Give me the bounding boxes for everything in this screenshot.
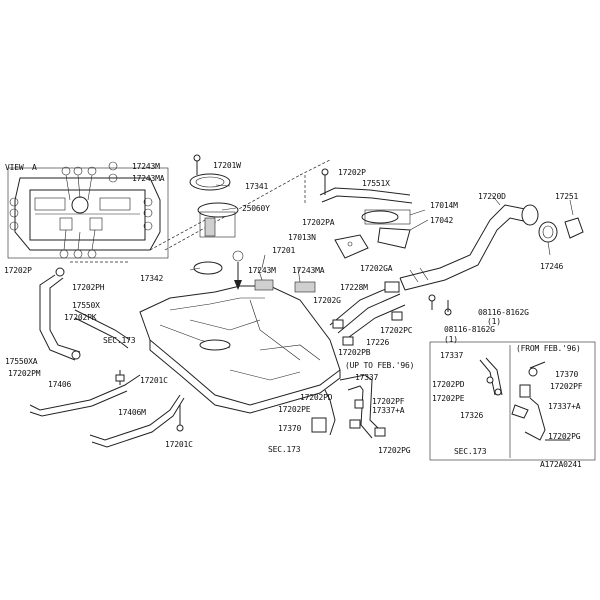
- right-part-17337a: 17337+A: [548, 402, 581, 411]
- right-part-17370: 17370: [555, 370, 579, 379]
- vent-hoses: [329, 281, 452, 346]
- part-17406m: 17406M: [118, 408, 146, 417]
- fuel-pump-assembly: [189, 154, 239, 275]
- part-17202pk: 17202PK: [64, 313, 97, 322]
- leader-lines: [189, 184, 574, 271]
- part-08116-lower: 08116-8162G: [444, 325, 495, 334]
- part-17202pm: 17202PM: [8, 369, 41, 378]
- part-17202pe: 17202PE: [278, 405, 311, 414]
- diagram-code: A172A0241: [540, 460, 582, 469]
- right-part-17202pf: 17202PF: [550, 382, 583, 391]
- part-25060y: 25060Y: [242, 204, 270, 213]
- sec173-right: SEC.173: [454, 447, 487, 456]
- part-17243ma: 17243MA: [292, 266, 325, 275]
- part-17551x: 17551X: [362, 179, 390, 188]
- note-from-feb96: (FROM FEB.'96): [516, 344, 581, 353]
- part-17341: 17341: [245, 182, 269, 191]
- part-08116-upper-qty: (1): [487, 317, 501, 326]
- part-17202g: 17202G: [313, 296, 341, 305]
- part-17226: 17226: [366, 338, 390, 347]
- view-a-inset: [7, 161, 169, 259]
- part-17243m-top: 17243M: [132, 162, 160, 171]
- right-part-17337: 17337: [440, 351, 464, 360]
- left-hoses: [29, 267, 141, 417]
- part-17337: 17337: [355, 373, 379, 382]
- part-17202pa: 17202PA: [302, 218, 335, 227]
- part-17201c-2: 17201C: [165, 440, 193, 449]
- sec173-mid: SEC.173: [268, 445, 301, 454]
- part-17220d: 17220D: [478, 192, 506, 201]
- part-17406: 17406: [48, 380, 72, 389]
- note-up-to-feb96: (UP TO FEB.'96): [345, 361, 415, 370]
- part-17014m: 17014M: [430, 201, 458, 210]
- part-17251: 17251: [555, 192, 579, 201]
- part-17202pf: 17202PF: [372, 397, 405, 406]
- part-17202pb: 17202PB: [338, 348, 371, 357]
- part-17550x: 17550X: [72, 301, 100, 310]
- filler-tube: [399, 204, 584, 291]
- strap-17406m: [89, 394, 185, 448]
- part-17342: 17342: [140, 274, 164, 283]
- part-17550xa: 17550XA: [5, 357, 38, 366]
- pad-17243ma: [294, 281, 316, 293]
- part-17201w: 17201W: [213, 161, 241, 170]
- part-17201: 17201: [272, 246, 296, 255]
- sec173-left: SEC.173: [103, 336, 136, 345]
- right-part-17326: 17326: [460, 411, 484, 420]
- right-part-17202pg: 17202PG: [548, 432, 581, 441]
- part-17246: 17246: [540, 262, 564, 271]
- part-17202pg: 17202PG: [378, 446, 411, 455]
- part-17202p-top: 17202P: [338, 168, 366, 177]
- evap-hoses-top: [319, 168, 413, 259]
- view-label: VIEW: [5, 163, 24, 172]
- part-17243ma-top: 17243MA: [132, 174, 165, 183]
- part-17202pd: 17202PD: [300, 393, 333, 402]
- part-17202pc: 17202PC: [380, 326, 413, 335]
- part-17013n: 17013N: [288, 233, 316, 242]
- fuel-tank: [139, 285, 341, 414]
- view-arrow-a: [232, 250, 244, 290]
- part-17201c-1: 17201C: [140, 376, 168, 385]
- part-08116-upper: 08116-8162G: [478, 308, 529, 317]
- part-17042: 17042: [430, 216, 454, 225]
- part-17370: 17370: [278, 424, 302, 433]
- part-17228m: 17228M: [340, 283, 368, 292]
- part-17202p-left: 17202P: [4, 266, 32, 275]
- part-08116-lower-qty: (1): [444, 335, 458, 344]
- right-part-17202pd: 17202PD: [432, 380, 465, 389]
- part-17202ph: 17202PH: [72, 283, 105, 292]
- right-variant-box: [429, 341, 596, 461]
- part-17243m: 17243M: [248, 266, 276, 275]
- part-17202ga: 17202GA: [360, 264, 393, 273]
- right-part-17202pe: 17202PE: [432, 394, 465, 403]
- pad-17243m: [254, 279, 274, 291]
- view-marker: A: [32, 163, 37, 172]
- part-17337a: 17337+A: [372, 406, 405, 415]
- mid-hoses: [311, 374, 386, 439]
